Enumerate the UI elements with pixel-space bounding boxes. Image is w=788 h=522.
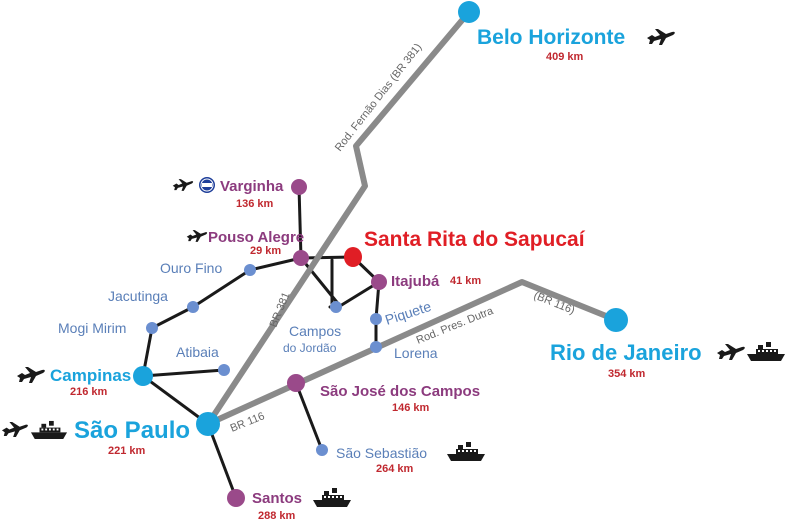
distance-pouso-alegre: 29 km bbox=[250, 245, 281, 257]
city-label-atibaia: Atibaia bbox=[176, 344, 219, 360]
distance-belo-horizonte: 409 km bbox=[546, 51, 584, 63]
distance-rio: 354 km bbox=[608, 368, 646, 380]
node-pouso-alegre[interactable] bbox=[293, 250, 309, 266]
city-label-campinas: Campinas bbox=[50, 366, 131, 385]
city-label-belo-horizonte: Belo Horizonte bbox=[477, 26, 625, 49]
node-itajuba[interactable] bbox=[371, 274, 387, 290]
airplane-icon bbox=[647, 29, 675, 45]
city-label-varginha: Varginha bbox=[220, 178, 284, 195]
node-piquete[interactable] bbox=[370, 313, 382, 325]
city-label-sao-paulo: São Paulo bbox=[74, 417, 190, 444]
airplane-icon bbox=[172, 179, 194, 191]
ship-icon bbox=[313, 488, 351, 507]
city-label-rio: Rio de Janeiro bbox=[550, 340, 702, 365]
node-sao-jose[interactable] bbox=[287, 374, 305, 392]
node-ouro-fino[interactable] bbox=[244, 264, 256, 276]
city-label-sao-sebastiao: São Sebastião bbox=[336, 445, 427, 461]
city-label-santos: Santos bbox=[252, 490, 302, 507]
airplane-icon bbox=[186, 230, 208, 242]
airplane-icon bbox=[717, 344, 745, 360]
ship-icon bbox=[747, 342, 785, 361]
distance-sao-paulo: 221 km bbox=[108, 445, 146, 457]
airplane-icon bbox=[1, 422, 28, 437]
distance-sao-sebastiao: 264 km bbox=[376, 463, 414, 475]
node-santos[interactable] bbox=[227, 489, 245, 507]
distance-sao-jose: 146 km bbox=[392, 402, 430, 414]
ship-icon bbox=[30, 420, 68, 439]
city-label-ouro-fino: Ouro Fino bbox=[160, 260, 222, 276]
node-campinas[interactable] bbox=[133, 366, 153, 386]
node-varginha[interactable] bbox=[291, 179, 307, 195]
airport-badge-icon bbox=[199, 177, 215, 193]
distance-campinas: 216 km bbox=[70, 386, 108, 398]
ship-icon bbox=[447, 442, 485, 461]
city-label-lorena: Lorena bbox=[394, 345, 438, 361]
city-label-sao-jose: São José dos Campos bbox=[320, 383, 480, 400]
city-label-santa-rita: Santa Rita do Sapucaí bbox=[364, 228, 586, 251]
city-nodes bbox=[133, 1, 628, 507]
node-lorena[interactable] bbox=[370, 341, 382, 353]
node-campos-do-jordao[interactable] bbox=[330, 301, 342, 313]
city-label-jacutinga: Jacutinga bbox=[108, 288, 168, 304]
node-rio[interactable] bbox=[604, 308, 628, 332]
node-mogi-mirim[interactable] bbox=[146, 322, 158, 334]
node-jacutinga[interactable] bbox=[187, 301, 199, 313]
distance-varginha: 136 km bbox=[236, 198, 274, 210]
highways bbox=[205, 9, 619, 427]
road-label-fernao-dias: Rod. Fernão Dias (BR 381) bbox=[333, 41, 425, 153]
city-label-mogi-mirim: Mogi Mirim bbox=[58, 320, 126, 336]
node-santa-rita[interactable] bbox=[344, 247, 362, 267]
node-belo-horizonte[interactable] bbox=[458, 1, 480, 23]
city-label-itajuba: Itajubá bbox=[391, 273, 440, 290]
city-label-campos-line2: do Jordão bbox=[283, 341, 337, 355]
node-sao-sebastiao[interactable] bbox=[316, 444, 328, 456]
node-sao-paulo[interactable] bbox=[196, 412, 220, 436]
city-label-pouso-alegre: Pouso Alegre bbox=[208, 229, 304, 246]
airplane-icon bbox=[17, 367, 45, 383]
node-atibaia[interactable] bbox=[218, 364, 230, 376]
distance-itajuba: 41 km bbox=[450, 275, 481, 287]
city-label-campos-line1: Campos bbox=[289, 323, 341, 339]
distance-santos: 288 km bbox=[258, 510, 296, 522]
